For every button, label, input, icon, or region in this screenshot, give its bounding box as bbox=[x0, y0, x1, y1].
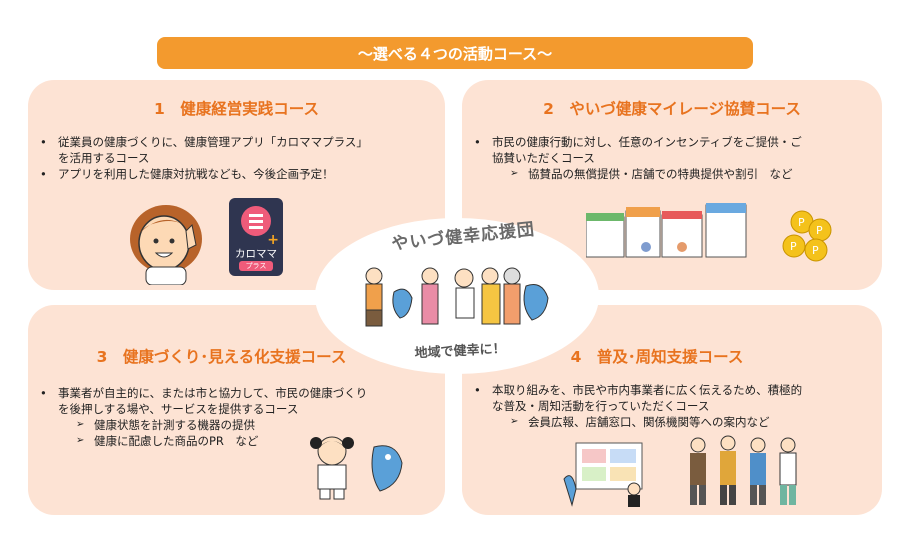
course-4-bullet: 本取り組みを、市民や市内事業者に広く伝えるため、積極的 bbox=[470, 382, 802, 398]
course-1-bullet: 従業員の健康づくりに、健康管理アプリ「カロママプラス」 bbox=[36, 134, 368, 150]
course-2-bullet-cont: 協賛いただくコース bbox=[492, 151, 595, 165]
course-2-bullet: 市民の健康行動に対し、任意のインセンティブをご提供・ご bbox=[470, 134, 802, 150]
course-3-sub-bullet: 健康に配慮した商品のPR など bbox=[36, 433, 367, 449]
notice-board-illustration bbox=[563, 442, 643, 507]
woman-illustration bbox=[130, 205, 202, 285]
shops-illustration bbox=[586, 203, 747, 258]
course-2-title: 2 やいづ健康マイレージ協賛コース bbox=[543, 100, 801, 118]
course-3-bullet-cont: を後押しする場や、サービスを提供するコース bbox=[58, 402, 299, 416]
staff-people-illustration bbox=[690, 435, 797, 505]
course-2-sub-bullet: 協賛品の無償提供・店舗での特典提供や割引 など bbox=[470, 166, 802, 182]
coins-icon: P P P P bbox=[782, 210, 832, 262]
kid-and-mascot-illustration bbox=[310, 436, 403, 500]
course-1-bullet-cont: を活用するコース bbox=[58, 151, 150, 165]
course-4-list: 本取り組みを、市民や市内事業者に広く伝えるため、積極的 な普及・周知活動を行って… bbox=[470, 382, 802, 430]
citizens-group-illustration bbox=[365, 267, 549, 327]
app-label-main: カロママ bbox=[235, 248, 277, 260]
course-3-title: 3 健康づくり･見える化支援コース bbox=[96, 348, 347, 366]
course-1-title: 1 健康経営実践コース bbox=[153, 100, 319, 118]
course-card-1: 1 健康経営実践コース 従業員の健康づくりに、健康管理アプリ「カロママプラス」 … bbox=[28, 80, 445, 290]
svg-text:P: P bbox=[798, 216, 805, 229]
course-1-list: 従業員の健康づくりに、健康管理アプリ「カロママプラス」 を活用するコース アプリ… bbox=[36, 134, 368, 182]
course-2-list: 市民の健康行動に対し、任意のインセンティブをご提供・ご 協賛いただくコース 協賛… bbox=[470, 134, 802, 182]
course-3-bullet: 事業者が自主的に、または市と協力して、市民の健康づくり bbox=[36, 385, 367, 401]
caromama-app-icon: + カロママ プラス bbox=[229, 198, 283, 276]
course-1-bullet: アプリを利用した健康対抗戦なども、今後企画予定！ bbox=[36, 166, 368, 182]
course-4-sub-bullet: 会員広報、店舗窓口、関係機関等への案内など bbox=[470, 414, 802, 430]
course-3-sub-bullet: 健康状態を計測する機器の提供 bbox=[36, 417, 367, 433]
course-4-title: 4 普及･周知支援コース bbox=[570, 348, 744, 366]
course-card-2: 2 やいづ健康マイレージ協賛コース 市民の健康行動に対し、任意のインセンティブを… bbox=[462, 80, 882, 290]
app-label-sub: プラス bbox=[239, 261, 273, 271]
courses-banner: ～選べる４つの活動コース～ bbox=[157, 37, 753, 69]
app-logo-icon bbox=[241, 206, 271, 236]
svg-text:P: P bbox=[790, 240, 797, 253]
svg-text:P: P bbox=[816, 224, 823, 237]
course-4-bullet-cont: な普及・周知活動を行っていただくコース bbox=[492, 399, 710, 413]
course-3-list: 事業者が自主的に、または市と協力して、市民の健康づくり を後押しする場や、サービ… bbox=[36, 385, 367, 449]
svg-text:P: P bbox=[812, 244, 819, 257]
